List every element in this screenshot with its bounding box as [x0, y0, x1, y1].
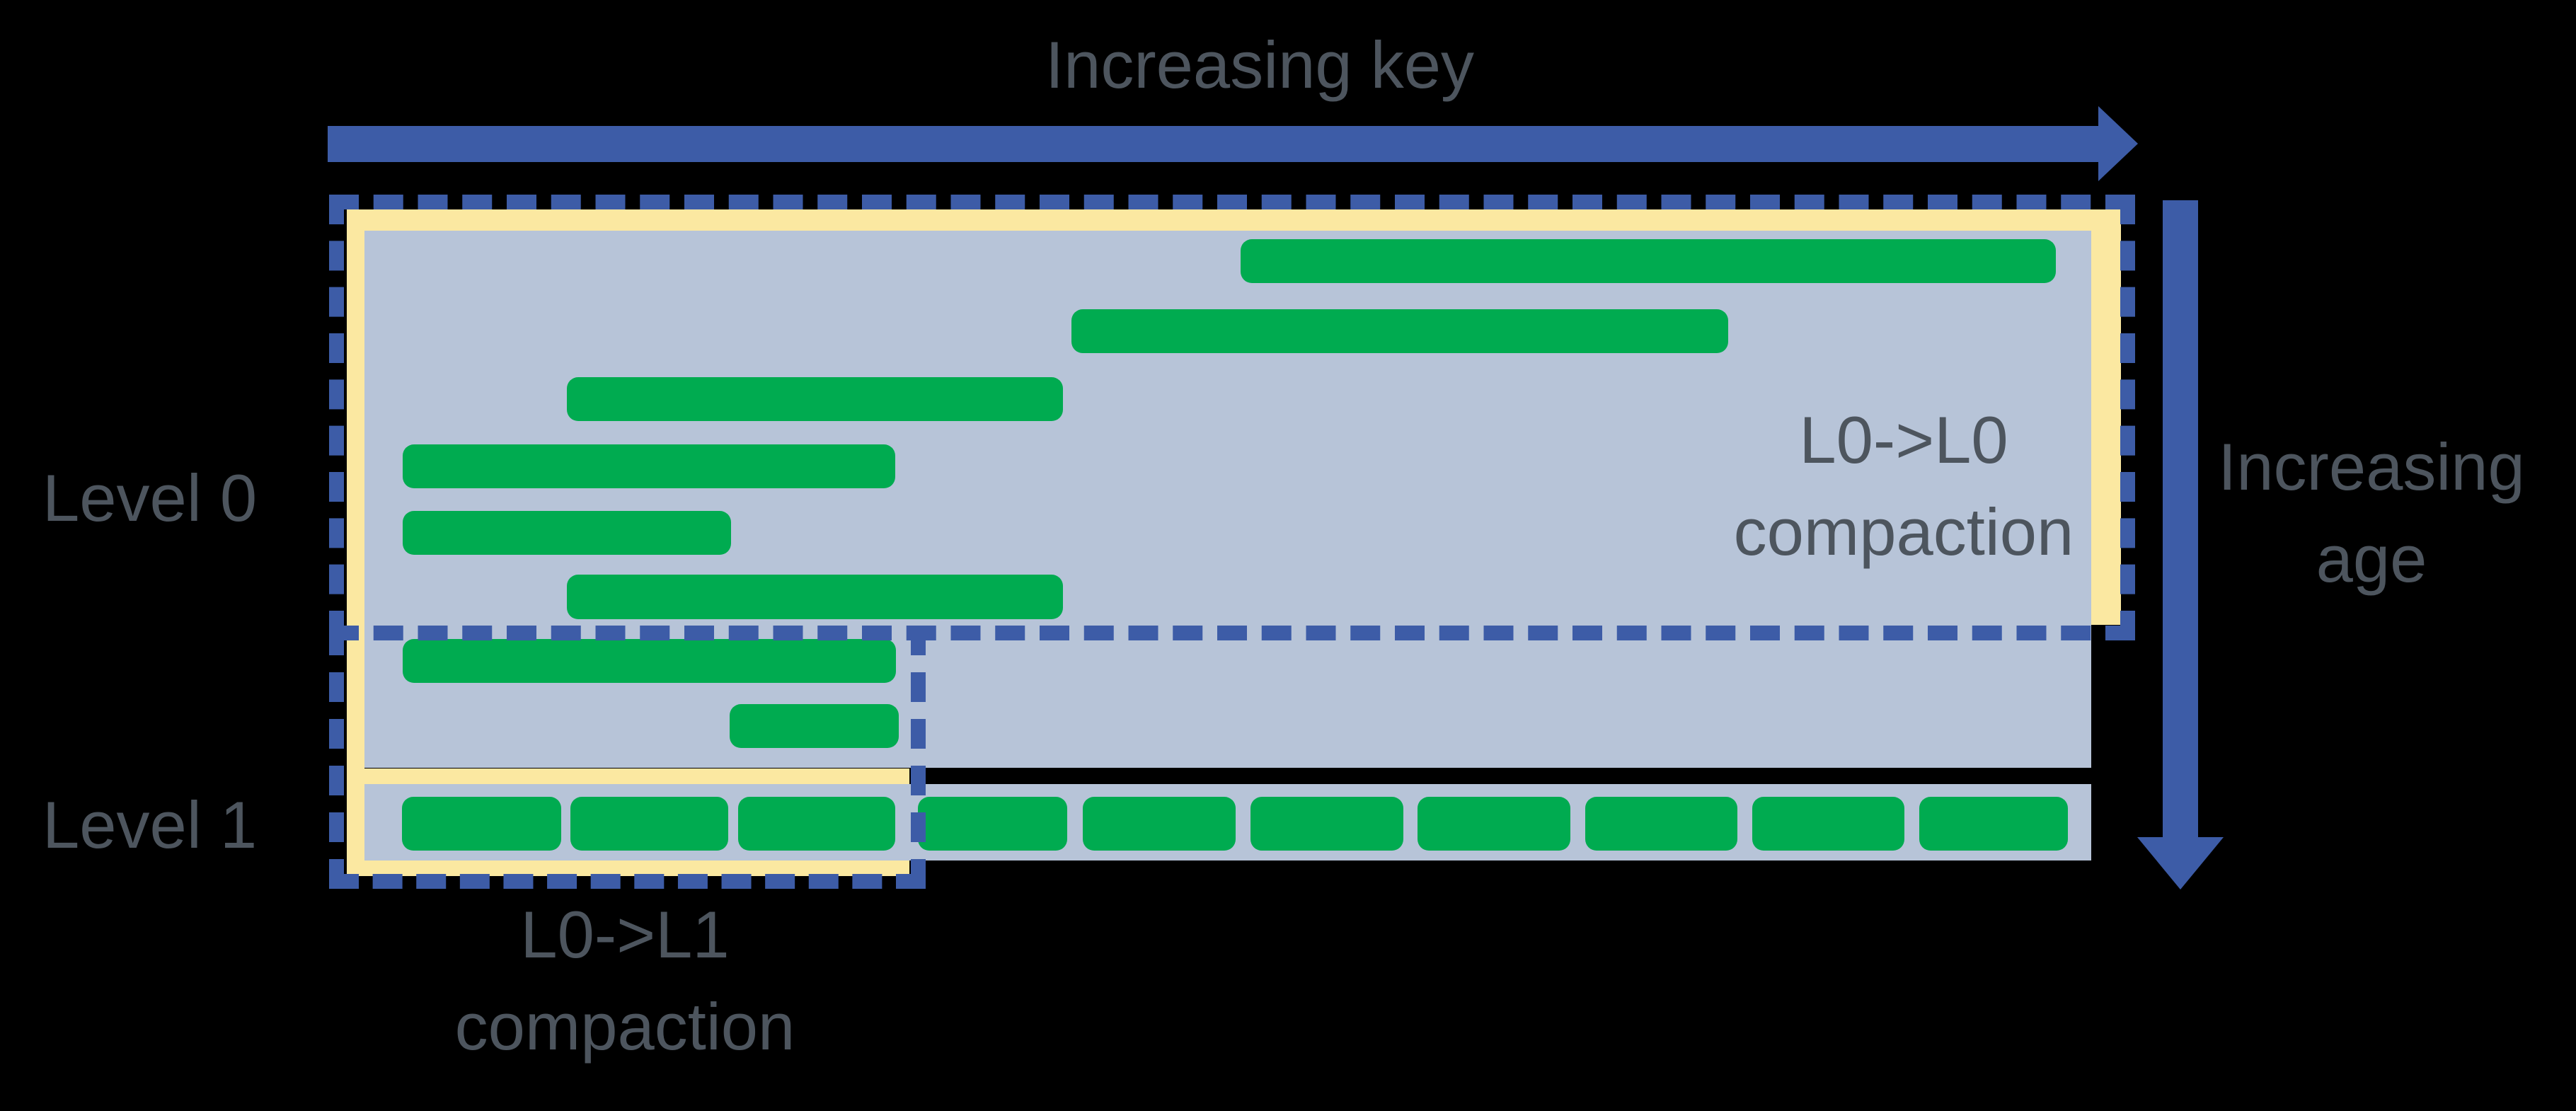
level0-sstable	[567, 377, 1063, 421]
l0-l1-compaction-label-line1: L0->L1	[520, 897, 730, 972]
level1-sstable	[1585, 797, 1737, 851]
increasing-age-arrow	[2163, 200, 2198, 837]
level1-sstable	[1919, 797, 2068, 851]
level1-sstable	[918, 797, 1067, 851]
increasing-age-label: Increasing age	[2166, 421, 2576, 605]
level0-sstable	[567, 575, 1063, 619]
increasing-age-arrowhead-icon	[2137, 837, 2224, 890]
level1-sstable	[1083, 797, 1236, 851]
level0-sstable	[403, 639, 896, 683]
l0-l1-compaction-highlight-left	[347, 624, 364, 876]
l0-l1-compaction-highlight-top	[364, 769, 909, 784]
level1-sstable	[1418, 797, 1570, 851]
increasing-key-arrow	[328, 126, 2100, 162]
l0-l0-compaction-label-line2: compaction	[1733, 495, 2074, 569]
level0-sstable	[403, 444, 895, 488]
l0-l1-compaction-box	[329, 626, 926, 889]
level1-label: Level 1	[42, 788, 258, 862]
level1-sstable	[402, 797, 561, 851]
level1-sstable	[1250, 797, 1403, 851]
l0-l0-compaction-label-line1: L0->L0	[1799, 403, 2008, 477]
level0-sstable	[1071, 309, 1728, 353]
l0-l0-compaction-label: L0->L0 compaction	[1656, 394, 2151, 578]
level0-label: Level 0	[42, 461, 258, 535]
level1-sstable	[1752, 797, 1904, 851]
level0-sstable	[1241, 239, 2056, 283]
increasing-age-label-line2: age	[2316, 522, 2427, 596]
level0-sstable	[403, 511, 731, 555]
increasing-key-arrowhead-icon	[2098, 106, 2138, 181]
increasing-age-label-line1: Increasing	[2218, 430, 2525, 504]
l0-l0-compaction-box	[329, 195, 2135, 640]
l0-l1-compaction-label-line2: compaction	[454, 989, 795, 1064]
increasing-key-label: Increasing key	[1045, 28, 1475, 102]
level0-sstable	[730, 704, 899, 748]
level1-sstable	[738, 797, 895, 851]
l0-l1-compaction-label: L0->L1 compaction	[377, 889, 873, 1073]
level1-sstable	[570, 797, 728, 851]
